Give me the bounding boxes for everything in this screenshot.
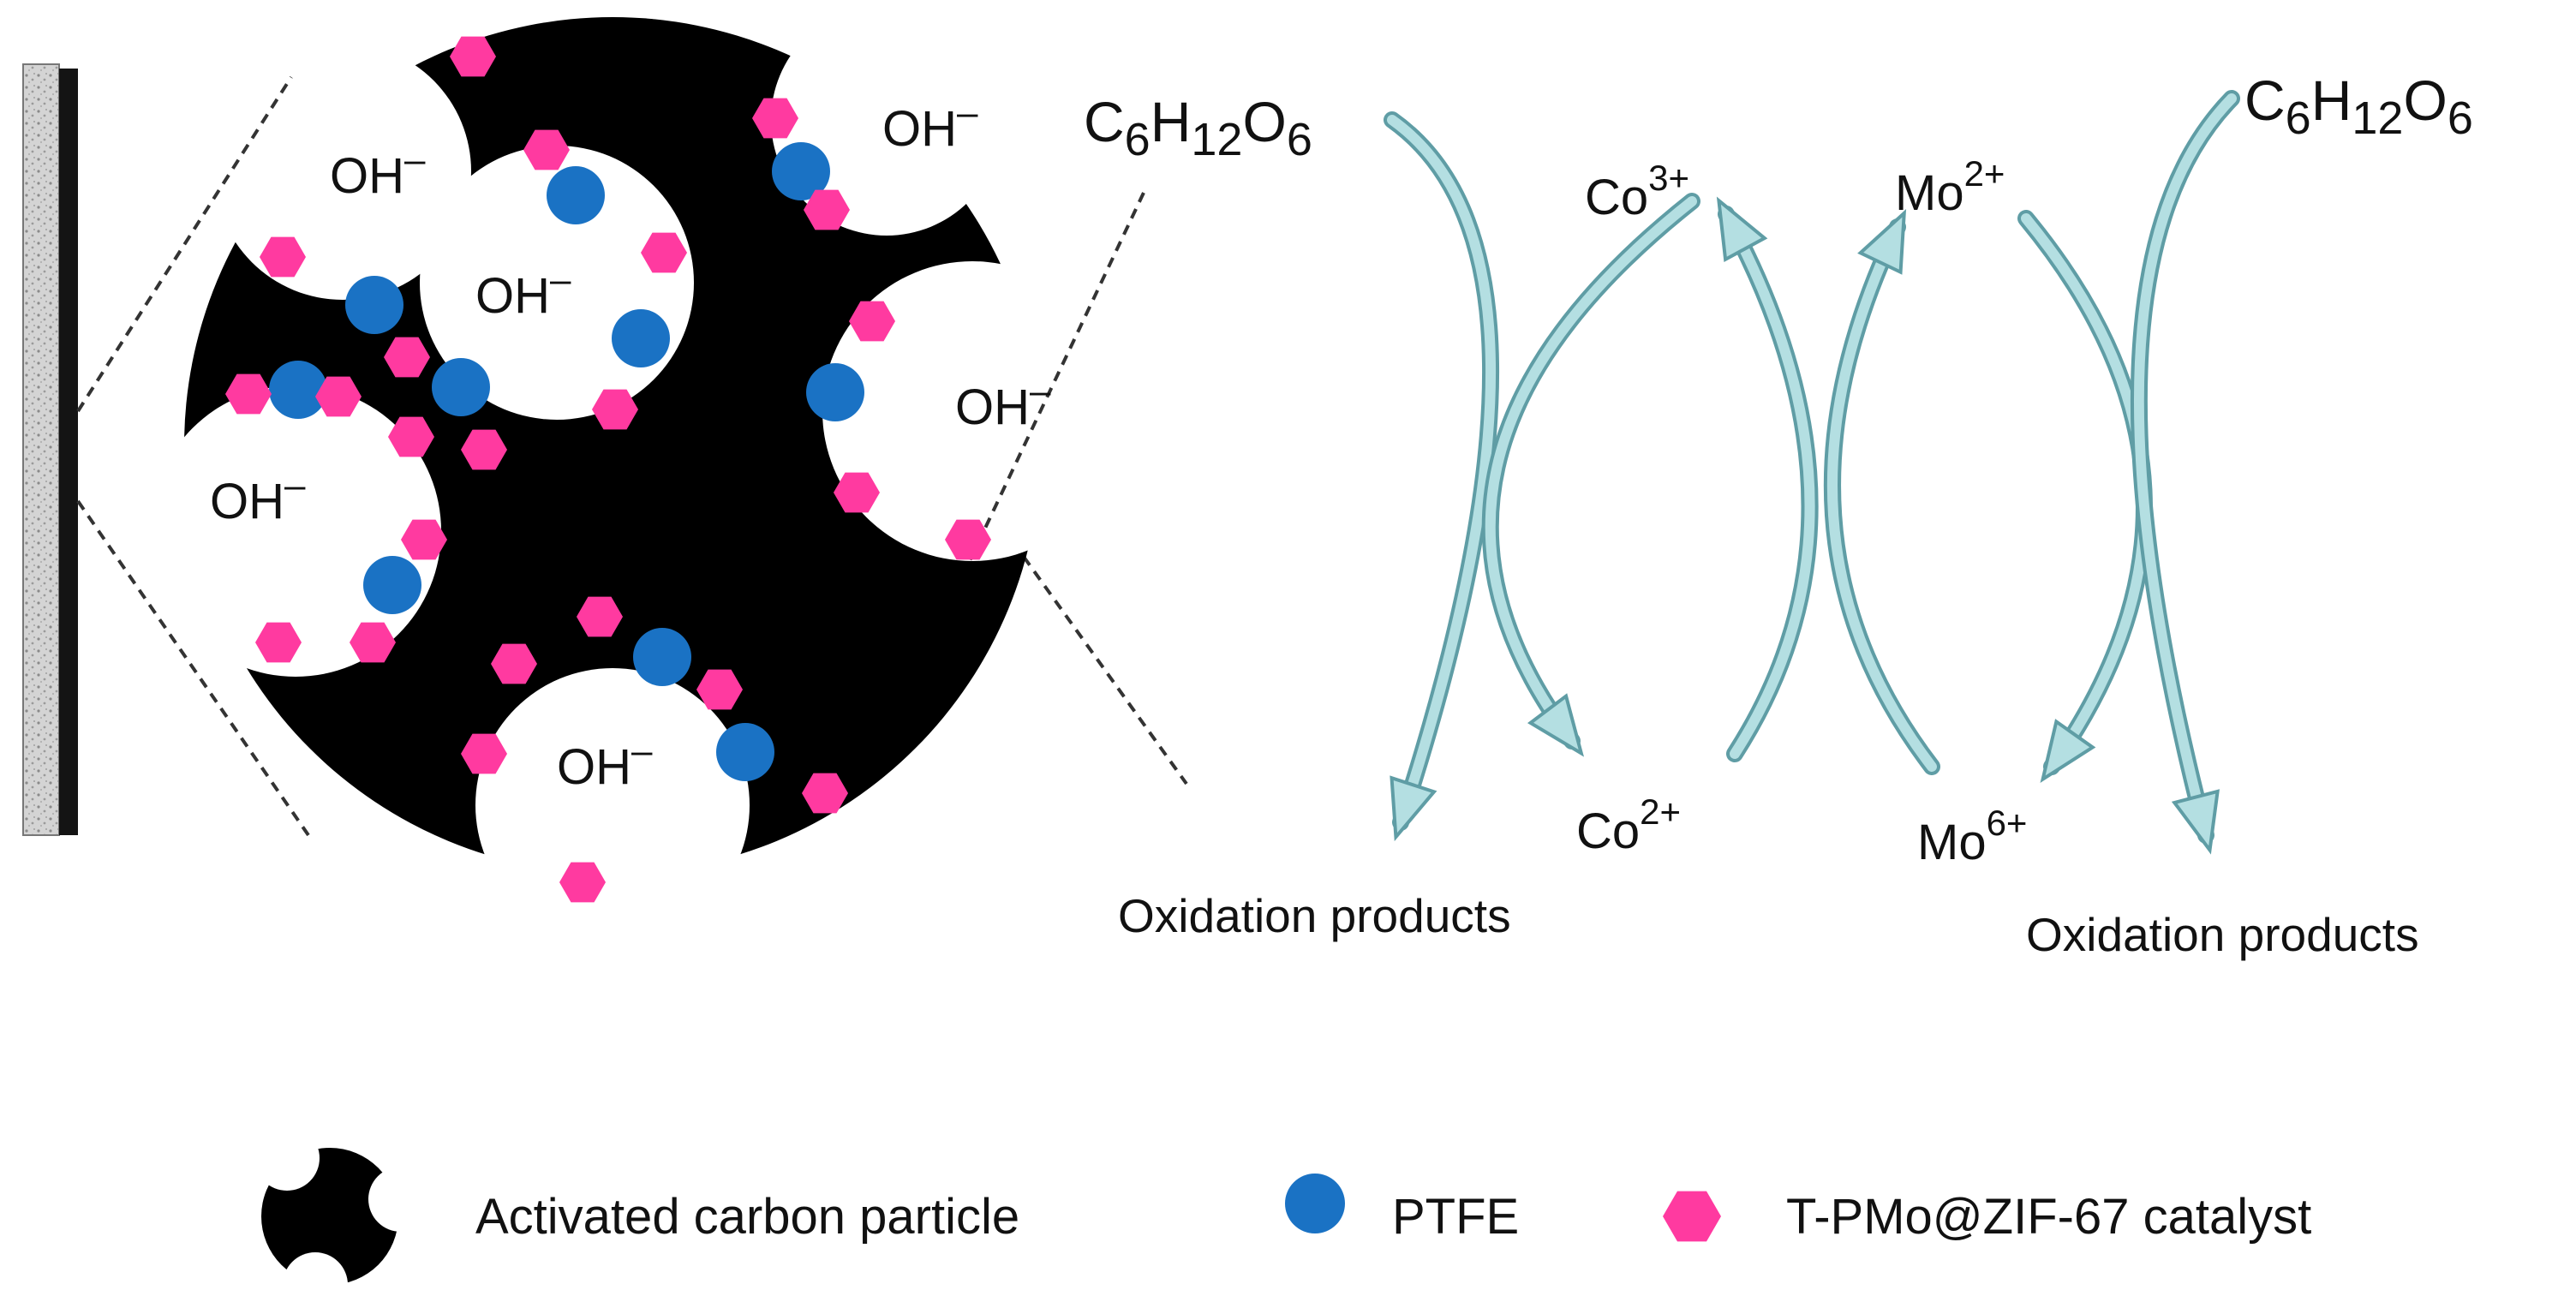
catalyst-particle bbox=[577, 596, 623, 637]
redox-cycle-labels: C6H12O6 C6H12O6 Co3+ Co2+ Mo2+ Mo6+ Oxid… bbox=[1084, 69, 2473, 961]
catalyst-particle bbox=[696, 669, 743, 710]
pore-labels: OH– OH– OH– OH– OH– OH– bbox=[210, 92, 1051, 795]
catalyst-particle bbox=[255, 622, 302, 663]
hydroxide-pore-label: OH– bbox=[955, 370, 1051, 435]
ptfe-particle bbox=[363, 556, 421, 614]
catalyst-particle bbox=[523, 129, 570, 170]
hydroxide-pore-label: OH– bbox=[475, 259, 571, 324]
cobalt-reduction-arrow bbox=[1481, 193, 1700, 757]
catalyst-particle bbox=[450, 36, 496, 77]
ptfe-particle bbox=[345, 276, 403, 334]
catalyst-particle bbox=[461, 429, 507, 470]
catalyst-particle bbox=[641, 232, 687, 273]
legend-catalyst-label: T-PMo@ZIF-67 catalyst bbox=[1786, 1189, 2311, 1245]
activated-carbon-particle bbox=[184, 17, 1041, 874]
catalyst-particles bbox=[225, 36, 991, 903]
catalyst-particle bbox=[225, 373, 272, 415]
ptfe-particle bbox=[772, 142, 830, 200]
molybdenum-6plus-label: Mo6+ bbox=[1917, 803, 2027, 870]
catalyst-particle bbox=[592, 389, 638, 430]
right-glucose-label: C6H12O6 bbox=[2244, 69, 2473, 144]
legend-ptfe-label: PTFE bbox=[1392, 1189, 1519, 1245]
legend-carbon-icon bbox=[254, 1126, 433, 1296]
molybdenum-reduction-arrow bbox=[2017, 210, 2153, 784]
right-oxidation-products-label: Oxidation products bbox=[2026, 908, 2419, 961]
left-glucose-label: C6H12O6 bbox=[1084, 90, 1312, 165]
catalyst-particle bbox=[834, 472, 880, 513]
catalyst-particle bbox=[384, 337, 430, 378]
cobalt-oxidation-arrow bbox=[1716, 196, 1819, 762]
glucose-to-products-arrow-right bbox=[2130, 90, 2240, 855]
hydroxide-pore-label: OH– bbox=[210, 464, 306, 529]
catalyst-particle bbox=[804, 189, 850, 230]
redox-cycle-arrows bbox=[1384, 90, 2240, 855]
ptfe-particle bbox=[432, 358, 490, 416]
ptfe-particle bbox=[612, 309, 670, 367]
catalyst-particle bbox=[752, 98, 798, 139]
ptfe-particle bbox=[269, 361, 327, 419]
hydroxide-pore-label: OH– bbox=[882, 92, 978, 157]
catalyst-particle bbox=[461, 733, 507, 774]
catalyst-particle bbox=[401, 519, 447, 560]
catalyst-particle bbox=[849, 301, 895, 342]
ptfe-particle bbox=[547, 166, 605, 224]
catalyst-particle bbox=[260, 236, 306, 278]
cobalt-3plus-label: Co3+ bbox=[1585, 158, 1689, 225]
catalyst-particle bbox=[491, 643, 537, 684]
catalyst-particle bbox=[350, 622, 396, 663]
glucose-to-products-arrow-left bbox=[1384, 111, 1500, 842]
catalyst-hexagon-icon bbox=[1663, 1191, 1721, 1242]
legend-catalyst-icon bbox=[1663, 1191, 1721, 1242]
ptfe-particle bbox=[716, 723, 774, 781]
catalyst-particle bbox=[802, 773, 848, 814]
ptfe-particle bbox=[633, 628, 691, 686]
ptfe-particle bbox=[806, 363, 864, 421]
left-oxidation-products-label: Oxidation products bbox=[1118, 889, 1511, 942]
hydroxide-pore-label: OH– bbox=[557, 730, 653, 795]
cobalt-2plus-label: Co2+ bbox=[1576, 791, 1681, 859]
legend-carbon-label: Activated carbon particle bbox=[475, 1189, 1019, 1245]
legend-ptfe-icon bbox=[1285, 1174, 1345, 1233]
molybdenum-2plus-label: Mo2+ bbox=[1895, 153, 2005, 221]
electrode bbox=[22, 63, 78, 836]
catalyst-particle bbox=[945, 519, 991, 560]
hydroxide-pore-label: OH– bbox=[330, 139, 426, 204]
catalyst-particle bbox=[559, 862, 606, 903]
ptfe-particles bbox=[269, 142, 864, 781]
catalyst-particle bbox=[315, 376, 362, 417]
zoom-guide-lines bbox=[76, 75, 1188, 837]
catalyst-particle bbox=[388, 416, 434, 457]
legend: Activated carbon particle PTFE T-PMo@ZIF… bbox=[254, 1126, 2311, 1296]
molybdenum-oxidation-arrow bbox=[1823, 208, 1940, 775]
